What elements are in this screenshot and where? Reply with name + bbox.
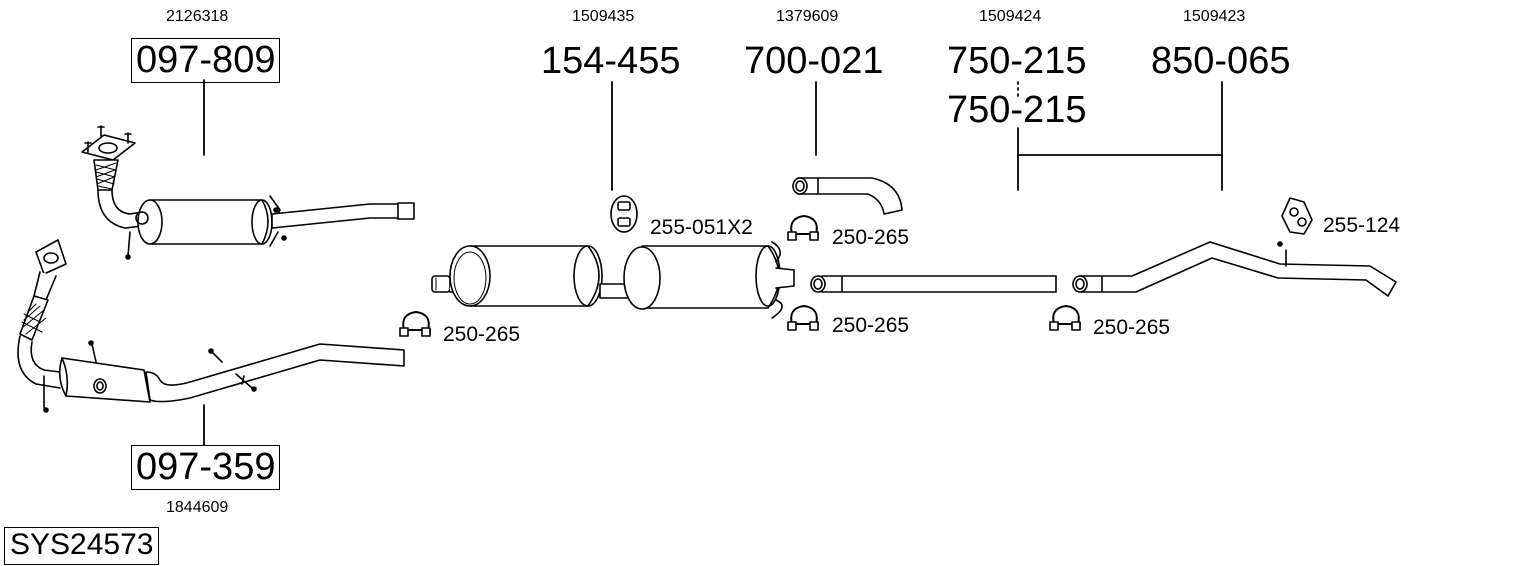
middle-silencer-drawing [431, 241, 795, 319]
part-number-750-215-second[interactable]: 750-215 [947, 89, 1087, 131]
oem-number-2126318: 2126318 [166, 8, 229, 25]
part-number-154-455[interactable]: 154-455 [541, 40, 681, 82]
part-number-750-215[interactable]: 750-215 [947, 40, 1087, 82]
rubber-mount-icon [610, 195, 638, 233]
tail-pipe-drawing [792, 177, 903, 215]
oem-number-1844609: 1844609 [166, 499, 229, 516]
clamp-icon [787, 305, 819, 331]
part-number-700-021[interactable]: 700-021 [744, 40, 884, 82]
rear-pipe-straight-drawing [810, 275, 1057, 293]
oem-number-1379609: 1379609 [776, 8, 839, 25]
accessory-250-265-middle[interactable]: 250-265 [832, 314, 910, 337]
system-code: SYS24573 [4, 527, 160, 565]
accessory-250-265-tail[interactable]: 250-265 [832, 226, 910, 249]
rear-pipe-tail-drawing [1072, 241, 1397, 297]
oem-number-1509423: 1509423 [1183, 8, 1246, 25]
accessory-255-124[interactable]: 255-124 [1323, 214, 1401, 237]
leader-lines [203, 79, 1223, 446]
clamp-icon [1049, 305, 1081, 331]
part-number-097-359[interactable]: 097-359 [131, 445, 281, 490]
part-number-097-809[interactable]: 097-809 [131, 38, 281, 83]
front-pipe-upper-drawing [81, 125, 415, 260]
clamp-icon [399, 311, 431, 337]
rubber-mount-icon [1281, 197, 1313, 235]
clamp-icon [787, 215, 819, 241]
oem-number-1509435: 1509435 [572, 8, 635, 25]
oem-number-1509424: 1509424 [979, 8, 1042, 25]
accessory-250-265-rear[interactable]: 250-265 [1093, 316, 1171, 339]
part-number-850-065[interactable]: 850-065 [1151, 40, 1291, 82]
front-pipe-lower-drawing [17, 239, 405, 413]
accessory-250-265-front[interactable]: 250-265 [443, 323, 521, 346]
accessory-255-051x2[interactable]: 255-051X2 [650, 216, 753, 239]
